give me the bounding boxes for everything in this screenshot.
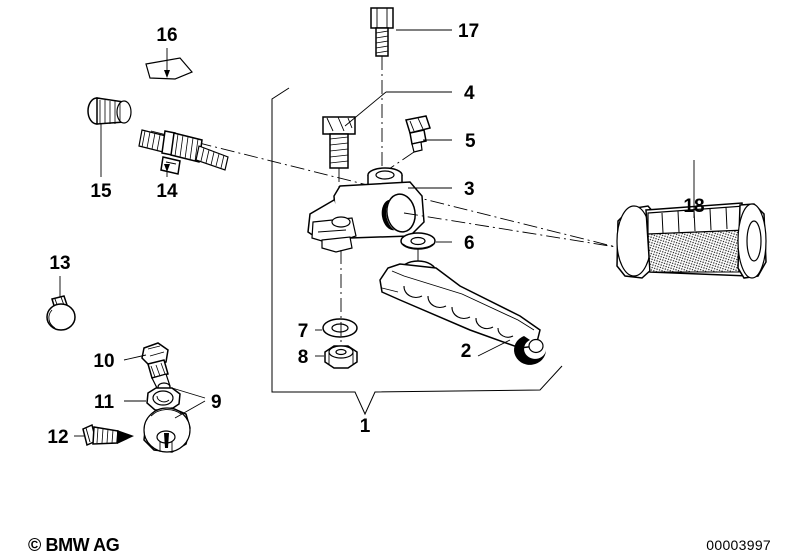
part-3-clamp-bracket — [307, 167, 617, 253]
callout-12: 12 — [47, 427, 68, 448]
part-4-slotted-screw — [322, 91, 452, 222]
part-14-cable-adjuster — [138, 129, 229, 177]
part-5-grub-screw — [369, 115, 452, 183]
callout-13: 13 — [49, 253, 70, 274]
callout-1: 1 — [360, 416, 371, 437]
callout-15: 15 — [90, 181, 112, 202]
part-2-brake-lever — [379, 260, 546, 365]
callout-5: 5 — [465, 131, 476, 152]
callout-7: 7 — [298, 321, 309, 342]
part-12-tapping-screw — [74, 423, 134, 447]
assembly-bracket-outline — [271, 87, 563, 416]
callout-3: 3 — [464, 179, 475, 200]
part-15-adjuster-cap — [87, 97, 132, 177]
callout-14: 14 — [156, 181, 178, 202]
callout-8: 8 — [298, 347, 309, 368]
drawing-number: 00003997 — [706, 537, 771, 553]
callout-17: 17 — [458, 21, 479, 42]
part-7-washer-lower — [315, 318, 358, 338]
callout-16: 16 — [156, 25, 177, 46]
part-8-hex-nut — [315, 250, 358, 369]
callout-18: 18 — [683, 196, 704, 217]
part-13-bulb — [46, 276, 76, 331]
callout-6: 6 — [464, 233, 475, 254]
part-9-switch-housing-set — [143, 387, 206, 453]
part-10-adjuster-screw — [123, 342, 171, 392]
part-11-lock-nut — [124, 387, 181, 411]
part-17-hex-bolt — [370, 7, 452, 176]
copyright-text: © BMW AG — [28, 535, 119, 555]
callout-2: 2 — [461, 341, 472, 362]
handlebar-centerline — [150, 130, 617, 248]
callout-10: 10 — [93, 351, 114, 372]
callout-labels: 1 2 3 4 5 6 7 8 9 10 11 12 13 14 15 16 1… — [47, 21, 704, 448]
part-18-handlebar-grip — [616, 160, 767, 279]
callout-9: 9 — [211, 392, 222, 413]
part-16-retaining-clip — [145, 48, 193, 80]
callout-4: 4 — [464, 83, 475, 104]
callout-11: 11 — [94, 392, 115, 413]
